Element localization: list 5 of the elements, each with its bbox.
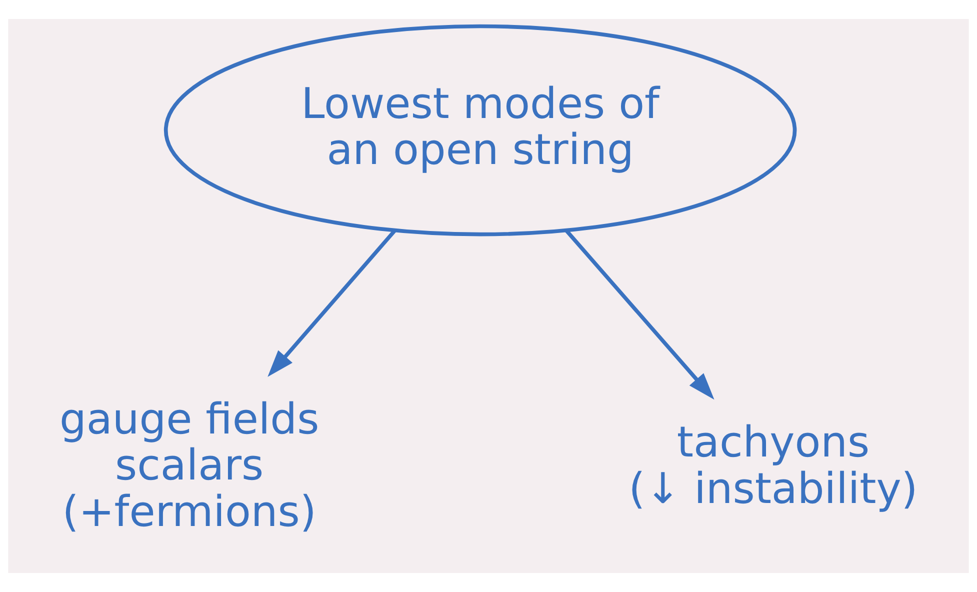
node-ellipse: Lowest modes of an open string xyxy=(164,24,797,236)
arrow xyxy=(268,230,396,377)
node-text: tachyons (↓ instability) xyxy=(628,418,918,513)
node-text: gauge fields scalars (+fermions) xyxy=(59,394,320,536)
arrow xyxy=(564,228,714,400)
